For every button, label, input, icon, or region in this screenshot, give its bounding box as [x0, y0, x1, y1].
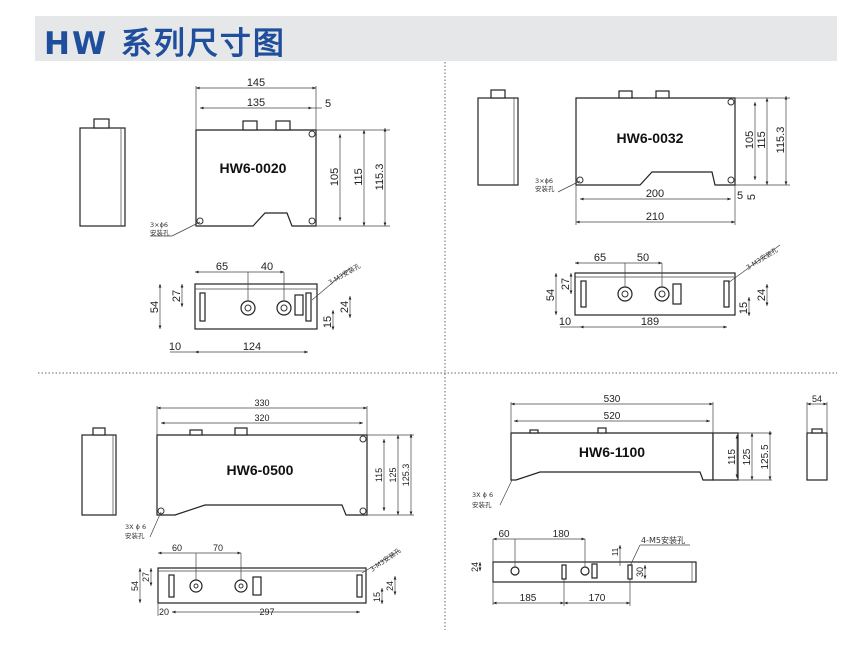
- front-view: HW6-0500: [156, 427, 368, 516]
- dim-side-width: 54: [812, 394, 822, 404]
- screw-note: 4-M5安装孔: [641, 535, 685, 545]
- dim-connector-2: 180: [553, 529, 570, 540]
- dim-half: 27: [560, 278, 572, 290]
- dim-span: 297: [259, 607, 274, 617]
- hole-note-sub: 安装孔: [150, 228, 170, 237]
- dim-height-holes: 105: [329, 168, 341, 186]
- dim-connector-2: 40: [261, 261, 273, 273]
- dim-half: 27: [171, 290, 183, 302]
- dim-height-body: 125: [388, 467, 398, 482]
- dim-connector-1: 65: [594, 252, 606, 264]
- dim-height-body: 115: [756, 131, 768, 149]
- front-view: HW6-0020: [195, 120, 317, 227]
- dim-slot-height: 24: [385, 581, 395, 591]
- model-label: HW6-0032: [617, 130, 684, 146]
- drawing-hw6-0032: HW6-0032 105 115 115.3 5 200 5 210 3×ϕ6 …: [477, 89, 790, 329]
- dim-left-offset: 10: [559, 316, 571, 328]
- bottom-view: [492, 561, 697, 583]
- hole-note: 3X ϕ 6: [472, 491, 493, 499]
- dim-height-holes: 115: [727, 449, 738, 465]
- bottom-view: [194, 283, 318, 330]
- dim-width-holes: 135: [247, 97, 265, 109]
- hole-note-sub: 安装孔: [535, 184, 555, 193]
- model-label: HW6-1100: [579, 444, 645, 460]
- dim-half: 27: [141, 572, 151, 582]
- dim-height-total: 125.3: [401, 464, 411, 487]
- side-view: [806, 428, 828, 481]
- dim-span-1: 185: [520, 593, 537, 604]
- dim-slot-height: 30: [635, 567, 645, 577]
- drawing-hw6-1100: HW6-1100 530 520 115 125 125.5 3X ϕ 6 安装…: [470, 394, 828, 606]
- hole-note-sub: 安装孔: [125, 531, 145, 540]
- dim-depth: 54: [130, 581, 140, 591]
- dim-slot-height: 24: [756, 289, 768, 301]
- dim-span: 189: [641, 316, 659, 328]
- dim-width-holes: 200: [646, 188, 664, 200]
- dim-height-total: 115.3: [775, 127, 787, 154]
- dim-slot-offset: 15: [322, 316, 334, 328]
- dim-connector-1: 60: [172, 543, 182, 553]
- bottom-view: [574, 272, 736, 316]
- dim-connector-2: 50: [637, 252, 649, 264]
- dim-connector-1: 60: [498, 529, 510, 540]
- dim-height-body: 125: [742, 448, 753, 465]
- dim-slot-offset: 15: [738, 302, 750, 314]
- drawing-hw6-0020: HW6-0020 145 135 5 105 115 115.3 3×ϕ6 安装…: [79, 77, 390, 354]
- dim-height-holes: 115: [374, 468, 384, 482]
- side-view: [79, 118, 126, 227]
- dim-height-total: 115.3: [374, 164, 386, 191]
- dim-depth: 54: [545, 289, 557, 301]
- dim-slot-height: 24: [339, 301, 351, 313]
- screw-note: 3-M3安装孔: [744, 245, 779, 272]
- dim-connector-1: 65: [216, 261, 228, 273]
- dim-left-offset: 10: [169, 341, 181, 353]
- hole-note: 3×ϕ6: [150, 221, 168, 229]
- dim-left-height: 24: [470, 562, 480, 572]
- dim-left-offset: 20: [159, 607, 169, 617]
- drawing-hw6-0500: HW6-0500 330 320 115 125 125.3 3X ϕ 6 安装…: [81, 398, 414, 617]
- dim-gap: 11: [611, 547, 620, 556]
- dim-height-body: 115: [353, 168, 365, 186]
- dim-width-holes: 320: [254, 413, 269, 423]
- model-label: HW6-0020: [220, 160, 287, 176]
- dim-connector-2: 70: [213, 543, 223, 553]
- dim-width-outer: 210: [646, 211, 664, 223]
- hole-note: 3X ϕ 6: [125, 523, 146, 531]
- dim-width-outer: 145: [247, 77, 265, 89]
- dim-height-holes: 105: [744, 131, 756, 149]
- dim-offset: 5: [325, 98, 331, 110]
- side-view: [81, 427, 117, 516]
- title-banner: HW 系列尺寸图: [35, 16, 837, 62]
- screw-note: 3-M3安装孔: [368, 545, 403, 573]
- dim-offset-vertical: 5: [746, 194, 758, 200]
- dim-width-outer: 330: [254, 398, 269, 408]
- dim-span-2: 170: [589, 593, 606, 604]
- front-view: HW6-0032: [575, 90, 736, 186]
- dim-depth: 54: [149, 301, 161, 313]
- bottom-view: [157, 567, 367, 604]
- dim-width-holes: 520: [604, 411, 621, 422]
- dim-slot-offset: 15: [372, 592, 382, 602]
- hole-note: 3×ϕ6: [535, 177, 553, 185]
- dim-height-total: 125.5: [760, 444, 771, 469]
- screw-note: 3-M3安装孔: [327, 261, 363, 287]
- dim-span: 124: [243, 341, 261, 353]
- side-view: [477, 89, 519, 186]
- page-title: HW 系列尺寸图: [44, 26, 286, 62]
- dim-width-outer: 530: [604, 394, 621, 405]
- hole-note-sub: 安装孔: [472, 500, 492, 509]
- model-label: HW6-0500: [227, 462, 294, 478]
- dim-offset: 5: [737, 190, 743, 202]
- front-view: HW6-1100: [510, 427, 739, 481]
